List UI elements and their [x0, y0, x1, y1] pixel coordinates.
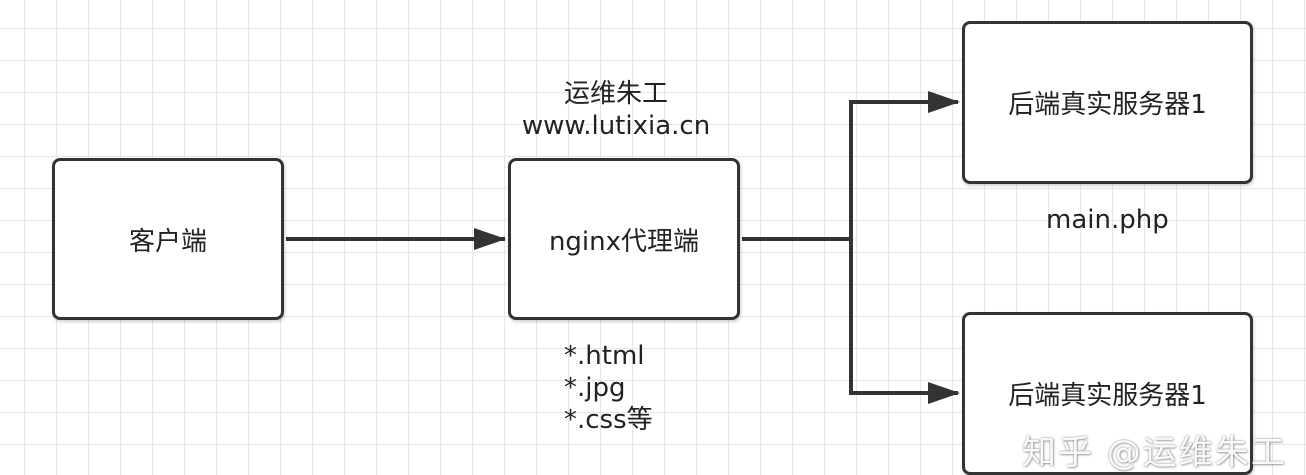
static-file-line: *.html: [564, 341, 645, 371]
backend-server-node-1[interactable]: 后端真实服务器1: [962, 21, 1253, 184]
connector-layer: [286, 91, 960, 404]
site-annotation-line: www.lutixia.cn: [521, 111, 711, 141]
backend-server-node-1-label: 后端真实服务器1: [1008, 90, 1207, 120]
nginx-proxy-node[interactable]: nginx代理端: [508, 158, 740, 320]
watermark: 知乎 @运维朱工: [1022, 425, 1287, 474]
static-files-annotation: *.html *.jpg *.css等: [564, 340, 653, 436]
arrowhead-backend-1: [928, 91, 960, 113]
static-file-line: *.jpg: [564, 373, 626, 403]
arrowhead-client-to-nginx: [474, 228, 506, 250]
client-node[interactable]: 客户端: [52, 158, 284, 320]
backend-server-node-2-label: 后端真实服务器1: [1008, 381, 1207, 411]
edge-nginx-to-backend-1[interactable]: [849, 100, 958, 239]
watermark-text: 知乎 @运维朱工: [1022, 433, 1287, 473]
static-file-line: *.css等: [564, 405, 653, 435]
edge-nginx-to-backend-2[interactable]: [849, 239, 958, 395]
site-annotation-line: 运维朱工: [563, 79, 668, 109]
nginx-proxy-node-label: nginx代理端: [548, 226, 700, 257]
site-annotation: 运维朱工 www.lutixia.cn: [508, 78, 724, 142]
arrowhead-backend-2: [928, 382, 960, 404]
client-node-label: 客户端: [128, 226, 207, 257]
backend-server-node-2[interactable]: 后端真实服务器1: [962, 312, 1253, 475]
main-php-annotation: main.php: [1046, 205, 1169, 235]
